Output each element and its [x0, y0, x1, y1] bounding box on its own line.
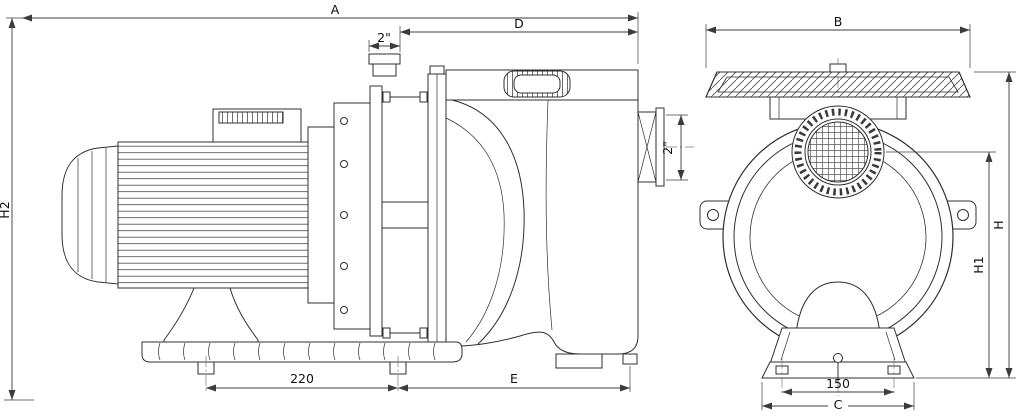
dim-label-220: 220 — [290, 371, 314, 386]
strainer-mesh — [807, 121, 869, 183]
adapter-plate — [333, 102, 371, 330]
dim-label-150: 150 — [826, 376, 850, 391]
motor-end-cap — [61, 145, 119, 285]
motor-body — [117, 141, 309, 289]
ear-hole-right — [957, 209, 969, 221]
shaft-hub — [381, 201, 429, 229]
side-view — [61, 53, 694, 392]
suction-port — [368, 53, 401, 65]
lid-top — [705, 71, 971, 98]
dim-label-A: A — [331, 2, 340, 17]
front-drain — [833, 353, 843, 363]
front-dimensions: B H H1 150 C — [705, 14, 1016, 412]
side-dimensions: A D 2" H2 220 E 2" — [0, 2, 688, 401]
base — [141, 341, 463, 363]
dim-label-E: E — [510, 371, 518, 386]
dim-label-H: H — [991, 220, 1006, 229]
pedestal — [163, 287, 259, 343]
union-nut-knurl — [794, 108, 882, 196]
front-view — [699, 58, 977, 396]
terminal-box-vents — [218, 111, 284, 124]
dim-label-H2: H2 — [0, 201, 12, 218]
tank-foot — [555, 353, 603, 369]
drain-plug — [622, 353, 638, 365]
ear-hole-left — [707, 209, 719, 221]
seal-plate — [369, 85, 383, 337]
motor-flange — [307, 126, 335, 304]
dim-label-discharge-2in: 2" — [660, 141, 675, 155]
pump-housing — [445, 69, 639, 355]
dim-label-H1: H1 — [971, 256, 986, 273]
dim-label-B: B — [834, 14, 843, 29]
dim-label-C: C — [834, 397, 843, 412]
dim-label-suction-2in: 2" — [377, 30, 391, 45]
dim-label-D: D — [514, 16, 524, 31]
